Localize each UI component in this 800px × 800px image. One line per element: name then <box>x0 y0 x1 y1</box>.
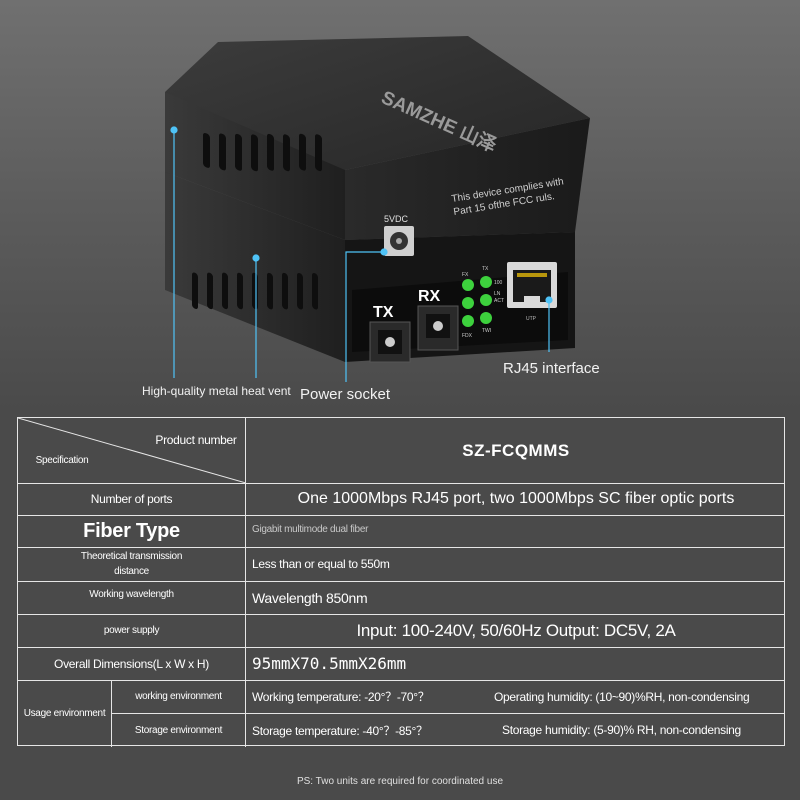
rx-label: RX <box>418 288 441 305</box>
distance-label: Theoretical transmission distance <box>18 547 245 581</box>
sc-fiber-port-rx <box>417 305 459 351</box>
sc-fiber-port-tx <box>369 321 411 363</box>
rj45-port <box>507 262 557 308</box>
tx-label: TX <box>373 304 394 321</box>
header-diagonal <box>18 418 246 483</box>
led-label-ln: LN <box>494 291 501 297</box>
ports-label: Number of ports <box>90 492 173 506</box>
led-label-fx: FX <box>462 272 469 278</box>
dimensions-label: Overall Dimensions(L x W x H) <box>54 656 209 671</box>
fiber-type-value: Gigabit multimode dual fiber <box>252 524 369 535</box>
ports-value: One 1000Mbps RJ45 port, two 1000Mbps SC … <box>297 490 735 507</box>
fiber-type-label: Fiber Type <box>83 519 180 542</box>
led-label-act: ACT <box>494 298 504 304</box>
callout-lines <box>170 126 553 382</box>
storage-environment-label: Storage environment <box>134 724 223 736</box>
heat-vent-lower <box>192 272 318 310</box>
led-label-100: 100 <box>494 280 503 286</box>
distance-label-line1: Theoretical transmission <box>80 551 183 562</box>
utp-label: UTP <box>526 316 537 322</box>
spec-table: Product number Specification SZ-FCQMMS N… <box>17 417 785 747</box>
power-supply-value: Input: 100-240V, 50/60Hz Output: DC5V, 2… <box>356 620 676 640</box>
callout-power-socket: Power socket <box>300 386 391 403</box>
wavelength-value: Wavelength 850nm <box>252 589 368 606</box>
distance-value: Less than or equal to 550m <box>252 557 390 571</box>
power-label: 5VDC <box>384 214 409 224</box>
distance-label-line2: distance <box>114 566 149 577</box>
status-leds <box>462 276 492 327</box>
heat-vent-upper <box>203 132 322 172</box>
power-supply-label: power supply <box>103 625 160 636</box>
model-number: SZ-FCQMMS <box>462 440 570 460</box>
product-photo: SAMZHE 山泽 This device complies with Part… <box>0 0 800 412</box>
specification-label: Specification <box>35 454 89 466</box>
callout-heat-vent: High-quality metal heat vent <box>142 384 291 398</box>
dimensions-value: 95mmX70.5mmX26mm <box>252 654 407 673</box>
storage-humidity: Storage humidity: (5-90)% RH, non-conden… <box>502 723 741 737</box>
wavelength-label: Working wavelength <box>89 589 174 600</box>
usage-environment-label: Usage environment <box>23 708 106 719</box>
led-label-twi: TWI <box>482 328 491 334</box>
working-temperature: Working temperature: -20°？-70°？ <box>252 690 430 704</box>
storage-temperature: Storage temperature: -40°？-85°？ <box>252 723 428 738</box>
led-label-fdx: FDX <box>462 333 473 339</box>
device-lower-side <box>165 172 345 362</box>
product-number-label: Product number <box>155 433 237 447</box>
footnote: PS: Two units are required for coordinat… <box>296 776 504 787</box>
led-label-tx: TX <box>482 266 489 272</box>
operating-humidity: Operating humidity: (10~90)%RH, non-cond… <box>494 689 750 704</box>
working-environment-label: working environment <box>135 691 222 702</box>
callout-rj45-interface: RJ45 interface <box>503 360 600 377</box>
device-upper-front <box>345 118 590 240</box>
media-converter-device: SAMZHE 山泽 This device complies with Part… <box>0 0 800 412</box>
